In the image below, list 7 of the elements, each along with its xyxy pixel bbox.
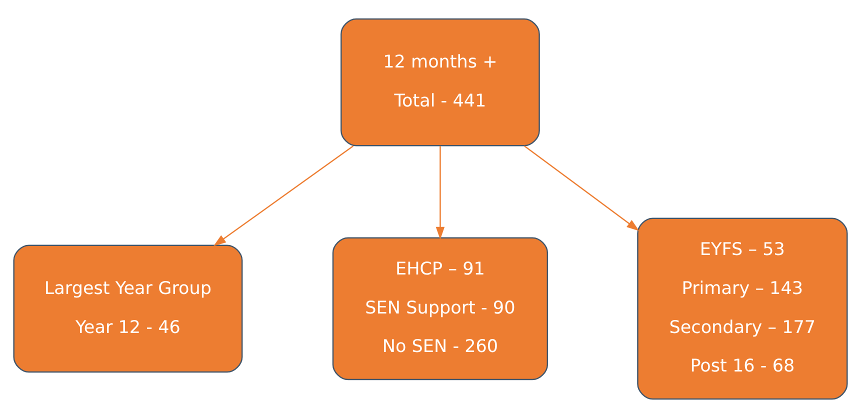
- node-box: Largest Year Group Year 12 - 46: [13, 244, 243, 373]
- arrow: [436, 146, 445, 240]
- node-box: 12 months + Total - 441: [340, 18, 540, 146]
- node-box: EHCP – 91 SEN Support - 90 No SEN - 260: [332, 237, 548, 380]
- arrow: [213, 145, 354, 246]
- arrow: [524, 145, 640, 231]
- node-box: EYFS – 53 Primary – 143 Secondary – 177 Post 16 - 68: [637, 218, 848, 400]
